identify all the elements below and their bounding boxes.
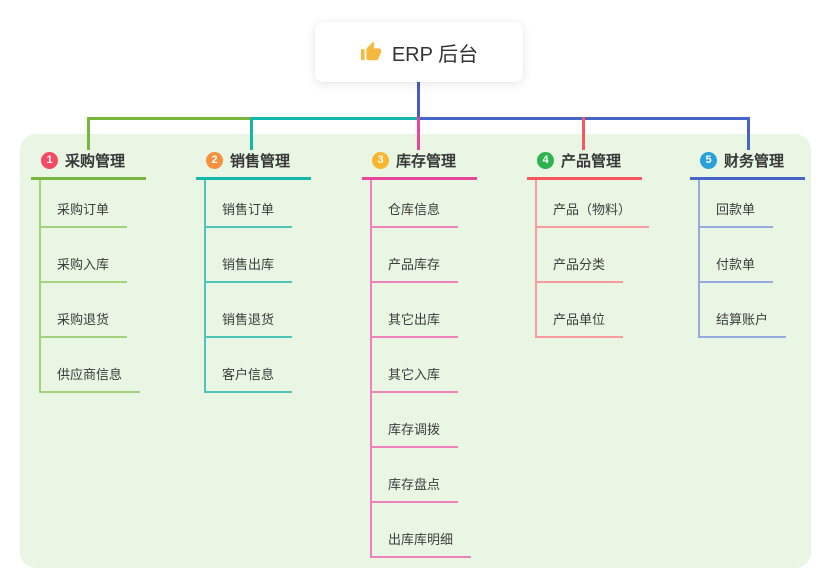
drop-2 <box>250 117 253 150</box>
branch-header-4[interactable]: 4 产品管理 <box>527 150 642 180</box>
child-node[interactable]: 付款单 <box>700 228 774 283</box>
branch-children: 回款单付款单结算账户 <box>698 180 805 338</box>
branch-children: 产品（物料） 产品分类产品单位 <box>535 180 650 338</box>
child-node[interactable]: 产品分类 <box>537 228 624 283</box>
child-label: 采购订单 <box>57 202 110 217</box>
child-node[interactable]: 产品单位 <box>537 283 624 338</box>
child-node[interactable]: 其它出库 <box>372 283 459 338</box>
child-node[interactable]: 采购入库 <box>41 228 128 283</box>
child-label: 结算账户 <box>716 312 769 327</box>
child-node[interactable]: 库存调拨 <box>372 393 459 448</box>
child-label: 产品单位 <box>553 312 606 327</box>
branch-1: 1 采购管理采购订单采购入库采购退货供应商信息 <box>31 150 146 393</box>
child-label: 采购退货 <box>57 312 110 327</box>
branch-label: 销售管理 <box>230 153 291 170</box>
branch-number-badge: 4 <box>537 152 554 169</box>
child-node[interactable]: 产品库存 <box>372 228 459 283</box>
child-node[interactable]: 销售退货 <box>206 283 293 338</box>
child-label: 产品（物料） <box>553 202 632 217</box>
branch-2: 2 销售管理销售订单销售出库销售退货客户信息 <box>196 150 311 393</box>
child-node[interactable]: 结算账户 <box>700 283 787 338</box>
branch-children: 采购订单采购入库采购退货供应商信息 <box>39 180 146 393</box>
drop-4 <box>582 117 585 150</box>
child-label: 其它出库 <box>388 312 441 327</box>
child-label: 销售退货 <box>222 312 275 327</box>
child-label: 库存盘点 <box>388 477 441 492</box>
branch-header-2[interactable]: 2 销售管理 <box>196 150 311 180</box>
child-node[interactable]: 仓库信息 <box>372 180 459 228</box>
child-node[interactable]: 出库库明细 <box>372 503 472 558</box>
branch-number-badge: 3 <box>372 152 389 169</box>
child-node[interactable]: 供应商信息 <box>41 338 141 393</box>
branch-label: 采购管理 <box>65 153 126 170</box>
branch-label: 财务管理 <box>724 153 785 170</box>
drop-5 <box>747 117 750 150</box>
child-node[interactable]: 库存盘点 <box>372 448 459 503</box>
child-label: 出库库明细 <box>388 532 454 547</box>
child-node[interactable]: 其它入库 <box>372 338 459 393</box>
branch-children: 仓库信息产品库存其它出库其它入库库存调拨库存盘点出库库明细 <box>370 180 477 558</box>
branch-3: 3 库存管理仓库信息产品库存其它出库其它入库库存调拨库存盘点出库库明细 <box>362 150 477 558</box>
branch-label: 产品管理 <box>561 153 622 170</box>
branch-children: 销售订单销售出库销售退货客户信息 <box>204 180 311 393</box>
child-label: 产品库存 <box>388 257 441 272</box>
child-label: 产品分类 <box>553 257 606 272</box>
child-label: 客户信息 <box>222 367 275 382</box>
bus-left-green <box>87 117 251 120</box>
child-label: 付款单 <box>716 257 756 272</box>
child-label: 库存调拨 <box>388 422 441 437</box>
branch-label: 库存管理 <box>396 153 457 170</box>
branch-header-3[interactable]: 3 库存管理 <box>362 150 477 180</box>
branch-number-badge: 2 <box>206 152 223 169</box>
child-node[interactable]: 采购订单 <box>41 180 128 228</box>
drop-1 <box>87 117 90 150</box>
child-label: 采购入库 <box>57 257 110 272</box>
child-label: 供应商信息 <box>57 367 123 382</box>
child-node[interactable]: 销售订单 <box>206 180 293 228</box>
drop-3 <box>417 117 420 150</box>
branch-5: 5 财务管理回款单付款单结算账户 <box>690 150 805 338</box>
branch-4: 4 产品管理产品（物料） 产品分类产品单位 <box>527 150 650 338</box>
child-node[interactable]: 客户信息 <box>206 338 293 393</box>
child-node[interactable]: 销售出库 <box>206 228 293 283</box>
child-label: 其它入库 <box>388 367 441 382</box>
child-label: 回款单 <box>716 202 756 217</box>
branch-number-badge: 1 <box>41 152 58 169</box>
branch-number-badge: 5 <box>700 152 717 169</box>
child-label: 销售订单 <box>222 202 275 217</box>
branch-header-1[interactable]: 1 采购管理 <box>31 150 146 180</box>
bus-left-teal <box>251 117 418 120</box>
child-node[interactable]: 采购退货 <box>41 283 128 338</box>
child-label: 销售出库 <box>222 257 275 272</box>
thumbs-up-icon <box>360 41 381 61</box>
root-label: ERP 后台 <box>391 43 479 66</box>
child-node[interactable]: 产品（物料） <box>537 180 650 228</box>
root-node[interactable]: ERP 后台 <box>315 22 523 82</box>
branches-panel <box>20 134 811 568</box>
root-connector <box>417 82 420 119</box>
child-label: 仓库信息 <box>388 202 441 217</box>
branch-header-5[interactable]: 5 财务管理 <box>690 150 805 180</box>
child-node[interactable]: 回款单 <box>700 180 774 228</box>
